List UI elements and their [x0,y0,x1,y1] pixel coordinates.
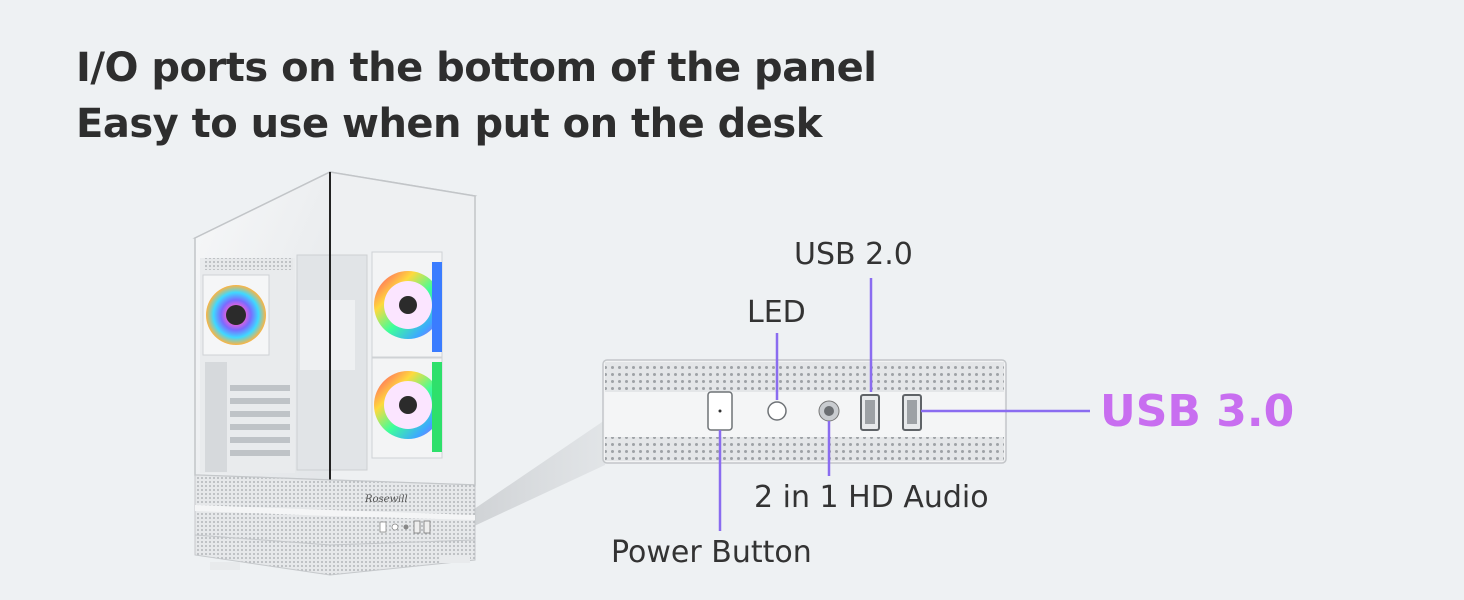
label-led: LED [747,295,806,330]
power-button-icon [707,391,733,431]
audio-jack-icon [818,400,840,422]
leader-lines [718,278,1090,531]
label-power-button: Power Button [611,535,812,570]
io-panel-zoom [602,359,1007,464]
usb-port-icon [860,394,880,431]
label-usb-3-0: USB 3.0 [1100,386,1295,437]
label-usb-2-0: USB 2.0 [794,237,913,272]
zoom-cone [455,420,605,528]
headline-line-2: Easy to use when put on the desk [76,101,822,147]
label-hd-audio: 2 in 1 HD Audio [754,480,989,515]
pc-case-illustration: Rosewill [192,170,478,576]
headline: I/O ports on the bottom of the panel Eas… [76,40,877,152]
usb-port-icon [902,394,922,431]
case-brand-logo: Rosewill [364,494,408,505]
led-indicator-icon [767,401,787,421]
headline-line-1: I/O ports on the bottom of the panel [76,45,877,91]
